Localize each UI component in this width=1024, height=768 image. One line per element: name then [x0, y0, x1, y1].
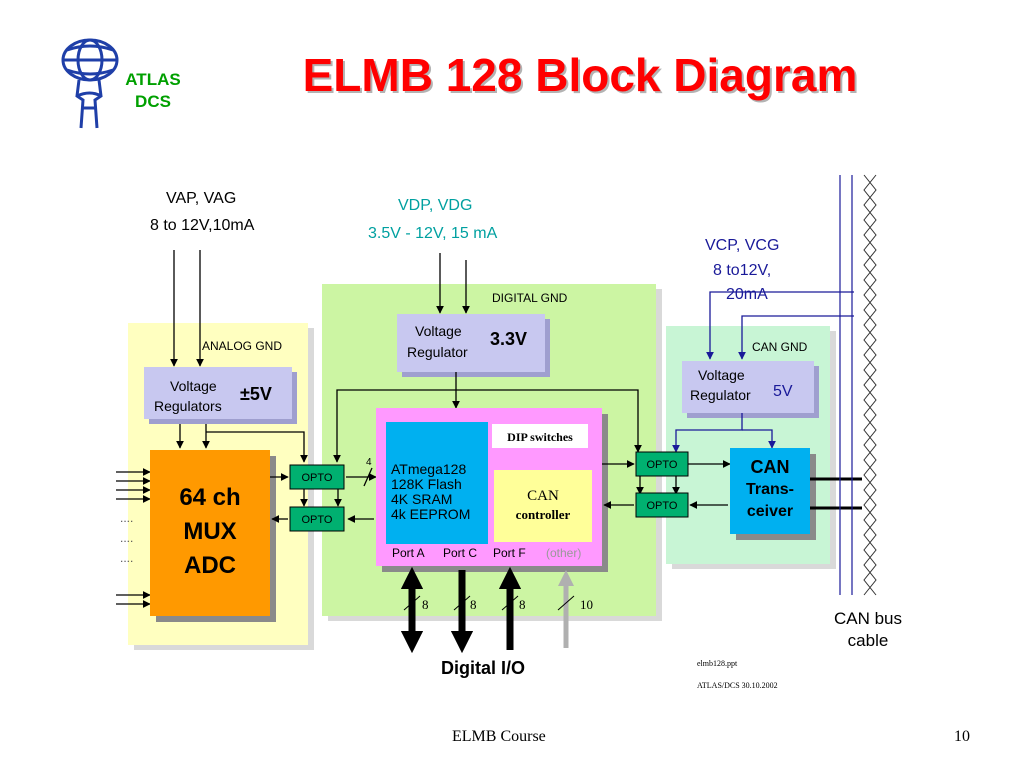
file-note-date: ATLAS/DCS 30.10.2002: [697, 681, 778, 690]
port-a-width: 8: [422, 597, 429, 612]
logo-text-dcs: DCS: [135, 92, 171, 111]
transceiver-label-2: Trans-: [746, 481, 794, 498]
transceiver-label-3: ceiver: [747, 503, 793, 520]
atlas-globe-figure-icon: [61, 38, 119, 129]
analog-regulator-value: ±5V: [240, 384, 272, 404]
opto-left-bottom: [289, 506, 345, 532]
port-a-label: Port A: [392, 546, 425, 560]
opto-right-top: [635, 451, 689, 477]
analog-supply-name: VAP, VAG: [166, 190, 236, 207]
digital-io-label: Digital I/O: [441, 658, 525, 678]
input-dots-2: ....: [120, 531, 133, 545]
port-other-label: (other): [546, 546, 581, 560]
footer-course: ELMB Course: [452, 728, 546, 745]
can-supply-name: VCP, VCG: [705, 237, 779, 254]
can-gnd-label: CAN GND: [752, 340, 808, 354]
analog-regulator-label-2: Regulators: [154, 398, 222, 414]
analog-regulator-label-1: Voltage: [170, 378, 217, 394]
adc-label-2: MUX: [183, 518, 236, 545]
can-supply-spec1: 8 to12V,: [713, 262, 771, 279]
can-transceiver: [730, 448, 810, 534]
atmega-core: [386, 422, 488, 544]
opto-right-top-label: OPTO: [647, 459, 678, 471]
transceiver-label-1: CAN: [751, 457, 790, 477]
digital-supply-name: VDP, VDG: [398, 197, 472, 214]
mcu-line-3: 4K SRAM: [391, 491, 452, 507]
analog-voltage-regulators: [144, 367, 292, 419]
opto-right-bottom-label: OPTO: [647, 500, 678, 512]
can-controller-label-2: controller: [516, 507, 571, 522]
can-supply-spec2: 20mA: [726, 286, 768, 303]
port-c-width: 8: [470, 597, 477, 612]
opto-left-top-label: OPTO: [302, 472, 333, 484]
adc-label-1: 64 ch: [179, 484, 240, 511]
slide-title: ELMB 128 Block Diagram: [302, 49, 858, 101]
mcu-line-1: ATmega128: [391, 461, 466, 477]
can-bus-twisted-pair: [863, 174, 877, 596]
can-regulator-value: 5V: [773, 383, 793, 400]
digital-gnd-label: DIGITAL GND: [492, 291, 568, 305]
footer-page-number: 10: [954, 728, 970, 745]
logo-text-atlas: ATLAS: [125, 70, 181, 89]
can-regulator-label-2: Regulator: [690, 387, 751, 403]
digital-regulator-label-2: Regulator: [407, 344, 468, 360]
port-other-width: 10: [580, 597, 593, 612]
analog-gnd-label: ANALOG GND: [202, 339, 282, 353]
can-bus-label-1: CAN bus: [834, 609, 902, 628]
mux-adc-block: [150, 450, 270, 616]
mcu-line-4: 4k EEPROM: [391, 506, 470, 522]
dip-switches-label: DIP switches: [507, 430, 573, 444]
adc-label-3: ADC: [184, 552, 236, 579]
can-controller-label-1: CAN: [527, 488, 559, 504]
input-dots-1: ....: [120, 511, 133, 525]
input-dots-3: ....: [120, 551, 133, 565]
opto-left-bottom-label: OPTO: [302, 514, 333, 526]
opto-right-bottom: [635, 492, 689, 518]
digital-regulator-label-1: Voltage: [415, 323, 462, 339]
can-bus-label-2: cable: [848, 631, 889, 650]
mcu-line-2: 128K Flash: [391, 476, 462, 492]
dip-switches: [492, 424, 588, 448]
opto-left-top: [289, 464, 345, 490]
port-f-label: Port F: [493, 546, 526, 560]
port-f-width: 8: [519, 597, 526, 612]
digital-supply-spec: 3.5V - 12V, 15 mA: [368, 225, 498, 242]
can-controller: [494, 470, 592, 542]
digital-regulator-value: 3.3V: [490, 329, 527, 349]
can-voltage-regulator: [682, 361, 814, 413]
can-bus-cable: [839, 175, 853, 595]
can-regulator-label-1: Voltage: [698, 367, 745, 383]
analog-supply-spec: 8 to 12V,10mA: [150, 217, 255, 234]
file-note-name: elmb128.ppt: [697, 659, 738, 668]
port-c-label: Port C: [443, 546, 477, 560]
bus-width-4: 4: [366, 457, 372, 468]
digital-voltage-regulator: [397, 314, 545, 372]
